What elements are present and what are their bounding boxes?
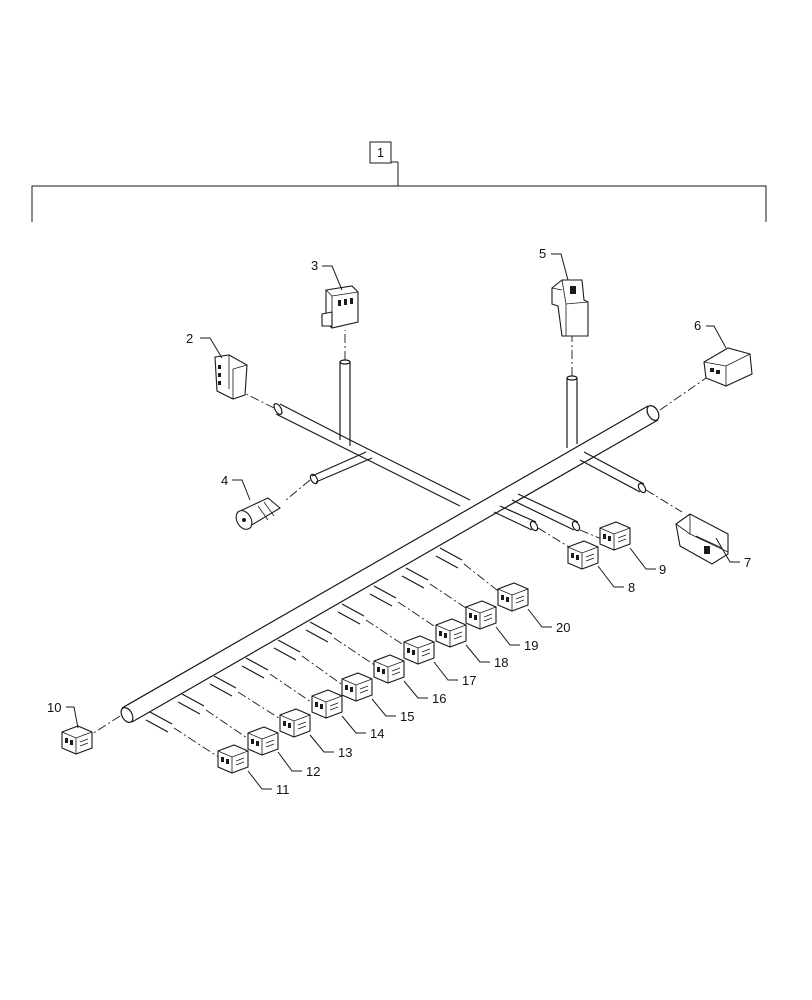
connector-11[interactable] <box>217 744 249 774</box>
callout-7[interactable]: 7 <box>744 555 751 570</box>
connector-13[interactable] <box>279 708 311 738</box>
connector-18[interactable] <box>435 618 467 648</box>
connector-12[interactable] <box>247 726 279 756</box>
callout-4[interactable]: 4 <box>221 473 228 488</box>
callout-leaders <box>66 253 740 790</box>
connector-16[interactable] <box>373 654 405 684</box>
callout-13[interactable]: 13 <box>338 745 352 760</box>
connector-19[interactable] <box>465 600 497 630</box>
connector-20[interactable] <box>497 582 529 612</box>
assembly-callout-box[interactable]: 1 <box>369 141 392 164</box>
connector-8[interactable] <box>567 540 599 570</box>
callout-15[interactable]: 15 <box>400 709 414 724</box>
callout-18[interactable]: 18 <box>494 655 508 670</box>
connector-9[interactable] <box>599 521 631 551</box>
connector-6[interactable] <box>703 347 753 387</box>
connector-5[interactable] <box>551 279 589 337</box>
connector-2[interactable] <box>214 354 248 400</box>
callout-16[interactable]: 16 <box>432 691 446 706</box>
connector-10[interactable] <box>61 725 93 755</box>
callout-11[interactable]: 11 <box>276 782 290 797</box>
connector-3[interactable] <box>321 285 359 329</box>
callout-12[interactable]: 12 <box>306 764 320 779</box>
connector-7[interactable] <box>675 513 729 565</box>
connector-14[interactable] <box>311 689 343 719</box>
assembly-bracket <box>31 161 767 222</box>
callout-labels: 2 3 4 5 6 7 8 9 10 11 12 13 14 15 16 17 … <box>47 246 751 797</box>
callout-19[interactable]: 19 <box>524 638 538 653</box>
callout-6[interactable]: 6 <box>694 318 701 333</box>
connector-4[interactable] <box>233 497 281 532</box>
callout-10[interactable]: 10 <box>47 700 61 715</box>
connector-15[interactable] <box>341 672 373 702</box>
connector-17[interactable] <box>403 635 435 665</box>
callout-20[interactable]: 20 <box>556 620 570 635</box>
callout-17[interactable]: 17 <box>462 673 476 688</box>
callout-2[interactable]: 2 <box>186 331 193 346</box>
callout-9[interactable]: 9 <box>659 562 666 577</box>
callout-3[interactable]: 3 <box>311 258 318 273</box>
callout-5[interactable]: 5 <box>539 246 546 261</box>
callout-8[interactable]: 8 <box>628 580 635 595</box>
callout-14[interactable]: 14 <box>370 726 384 741</box>
routing-lines <box>91 330 707 759</box>
callout-1: 1 <box>377 145 384 160</box>
harness-trunk <box>120 359 660 733</box>
